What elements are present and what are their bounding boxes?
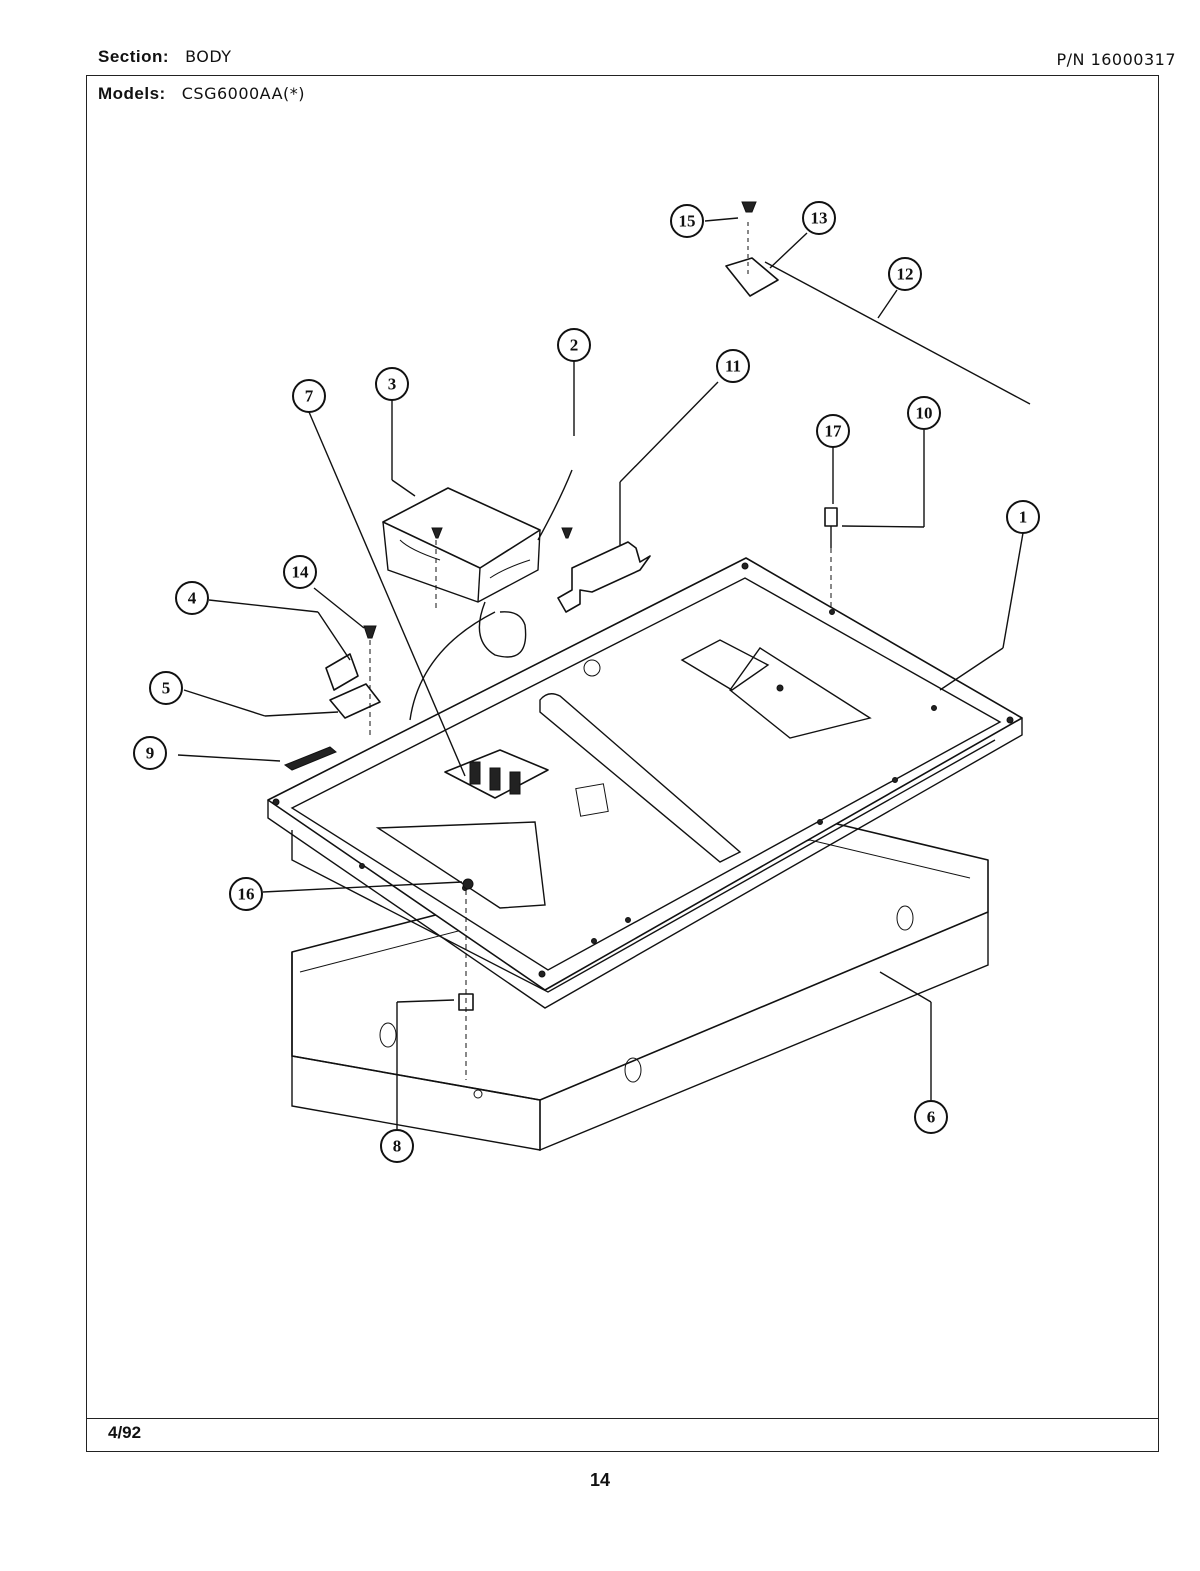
- small-screws: [363, 527, 573, 639]
- callout-1: 1: [1006, 500, 1040, 534]
- section-header: Section: BODY: [98, 47, 232, 67]
- terminal-block: [444, 749, 549, 799]
- footer-divider: [86, 1418, 1159, 1419]
- callout-3: 3: [375, 367, 409, 401]
- callout-label: 6: [927, 1108, 936, 1127]
- callout-label: 8: [393, 1137, 402, 1156]
- section-value: BODY: [185, 47, 232, 66]
- callout-label: 5: [162, 679, 171, 698]
- callout-label: 2: [570, 336, 579, 355]
- callout-14: 14: [283, 555, 317, 589]
- callout-17: 17: [816, 414, 850, 448]
- callout-label: 4: [188, 589, 197, 608]
- section-label: Section:: [98, 47, 170, 66]
- page-number: 14: [589, 1470, 611, 1490]
- callout-label: 10: [916, 404, 933, 423]
- callout-7: 7: [292, 379, 326, 413]
- callout-9: 9: [133, 736, 167, 770]
- models-label: Models:: [98, 84, 166, 103]
- callout-15: 15: [670, 204, 704, 238]
- models-value: CSG6000AA(*): [181, 84, 305, 103]
- callout-label: 12: [897, 265, 914, 284]
- callout-label: 17: [825, 422, 843, 441]
- callout-11: 11: [716, 349, 750, 383]
- callout-label: 14: [292, 563, 310, 582]
- callout-13: 13: [802, 201, 836, 235]
- right-fastener: [824, 507, 838, 610]
- callout-16: 16: [229, 877, 263, 911]
- callout-label: 13: [811, 209, 828, 228]
- revision-date: 4/92: [108, 1423, 142, 1442]
- center-fasteners: [458, 878, 474, 1080]
- mounting-bracket: [557, 541, 651, 613]
- callout-4: 4: [175, 581, 209, 615]
- rod-assembly: [725, 201, 1031, 405]
- callout-12: 12: [888, 257, 922, 291]
- hinge-parts: [283, 640, 381, 771]
- callout-8: 8: [380, 1129, 414, 1163]
- callout-2: 2: [557, 328, 591, 362]
- callout-6: 6: [914, 1100, 948, 1134]
- junction-box: [382, 469, 573, 721]
- models-header: Models: CSG6000AA(*): [98, 84, 305, 104]
- callout-label: 9: [146, 744, 155, 763]
- callout-label: 1: [1019, 508, 1028, 527]
- callout-label: 15: [679, 212, 696, 231]
- callout-label: 7: [305, 387, 314, 406]
- part-number: P/N 16000317: [1056, 50, 1176, 69]
- callout-label: 11: [725, 357, 741, 376]
- callout-label: 3: [388, 375, 397, 394]
- leader-lines: [177, 217, 1024, 1129]
- callout-label: 16: [238, 885, 255, 904]
- callout-5: 5: [149, 671, 183, 705]
- callout-10: 10: [907, 396, 941, 430]
- diagram-frame: [86, 75, 1159, 1452]
